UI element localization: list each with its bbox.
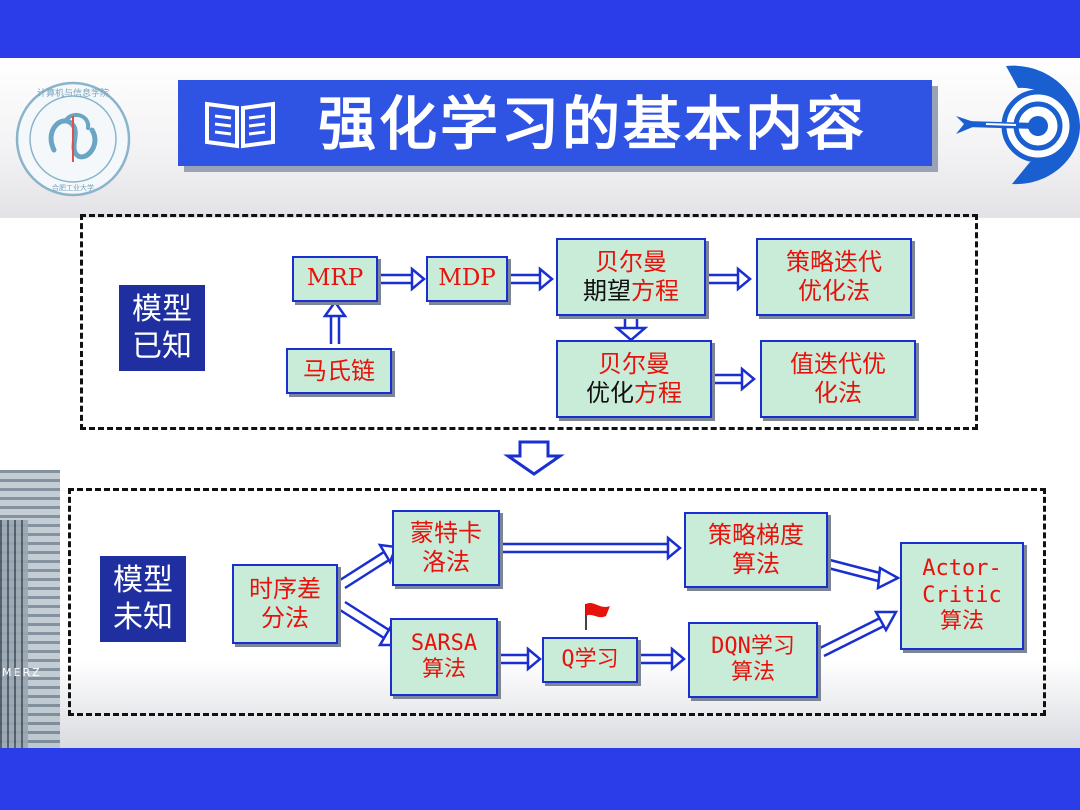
monte-carlo-line1: 蒙特卡 (410, 519, 482, 548)
actor-critic-line3: 算法 (939, 609, 984, 635)
building-sign: MERZ (2, 666, 42, 679)
open-book-icon (205, 101, 275, 149)
logo-top-text: 计算机与信息学院 (37, 87, 109, 99)
page-title: 强化学习的基本内容 (318, 90, 868, 158)
known-label-line2: 已知 (132, 329, 192, 364)
td-node: 时序差 分法 (232, 564, 338, 644)
bellman-optimality-line2a: 优化 (586, 379, 634, 407)
mrp-node: MRP (292, 256, 378, 302)
known-model-region (80, 214, 978, 430)
policy-iteration-node: 策略迭代 优化法 (756, 238, 912, 316)
known-label-line1: 模型 (132, 291, 192, 327)
markov-chain-label: 马氏链 (303, 356, 375, 385)
bottom-bar (0, 748, 1080, 810)
policy-gradient-node: 策略梯度 算法 (684, 512, 828, 588)
arrow-target-icon (956, 65, 1080, 185)
bellman-optimality-node: 贝尔曼 优化方程 (556, 340, 712, 418)
q-learning-node: Q学习 (542, 637, 638, 683)
logo-bottom-text: 合肥工业大学 (52, 183, 94, 192)
known-model-label: 模型 已知 (119, 285, 205, 371)
bellman-optimality-line2b: 方程 (634, 379, 682, 407)
unknown-model-label: 模型 未知 (100, 556, 186, 642)
sarsa-line2: 算法 (421, 657, 466, 682)
monte-carlo-node: 蒙特卡 洛法 (392, 510, 500, 586)
policy-gradient-line1: 策略梯度 (708, 521, 804, 550)
unknown-label-line2: 未知 (113, 600, 173, 635)
unknown-label-line1: 模型 (113, 562, 173, 598)
value-iteration-line1: 值迭代优 (790, 350, 886, 379)
bellman-optimality-line1: 贝尔曼 (598, 350, 670, 379)
dqn-line2: 算法 (730, 660, 775, 685)
policy-iteration-line2: 优化法 (798, 277, 870, 305)
mdp-label: MDP (438, 265, 496, 292)
actor-critic-node: Actor- Critic 算法 (900, 542, 1024, 650)
bellman-expectation-line2b: 方程 (631, 277, 679, 305)
td-line2: 分法 (261, 604, 309, 632)
dqn-line1: DQN学习 (711, 633, 795, 659)
value-iteration-line2: 化法 (814, 379, 862, 407)
mrp-label: MRP (306, 265, 364, 292)
policy-gradient-line2: 算法 (732, 550, 780, 578)
bellman-expectation-line2: 期望方程 (583, 277, 679, 306)
actor-critic-line1: Actor- (922, 556, 1002, 582)
bellman-optimality-line2: 优化方程 (586, 379, 682, 408)
mdp-node: MDP (426, 256, 508, 302)
actor-critic-line2: Critic (922, 582, 1002, 608)
school-logo: 计算机与信息学院 合肥工业大学 (15, 81, 131, 197)
building-image-detail (0, 520, 28, 748)
sarsa-line1: SARSA (410, 630, 478, 656)
q-learning-label: Q学习 (561, 646, 619, 672)
td-line1: 时序差 (249, 575, 321, 604)
bottom-fade (0, 660, 1080, 748)
sarsa-node: SARSA 算法 (390, 618, 498, 696)
dqn-node: DQN学习 算法 (688, 622, 818, 698)
unknown-model-region (68, 488, 1046, 716)
value-iteration-node: 值迭代优 化法 (760, 340, 916, 418)
monte-carlo-line2: 洛法 (422, 548, 470, 576)
markov-chain-node: 马氏链 (286, 348, 392, 394)
bellman-expectation-node: 贝尔曼 期望方程 (556, 238, 706, 316)
title-banner (178, 80, 932, 166)
bellman-expectation-line2a: 期望 (583, 277, 631, 305)
top-bar (0, 0, 1080, 58)
policy-iteration-line1: 策略迭代 (786, 248, 882, 277)
bellman-expectation-line1: 贝尔曼 (595, 248, 667, 277)
